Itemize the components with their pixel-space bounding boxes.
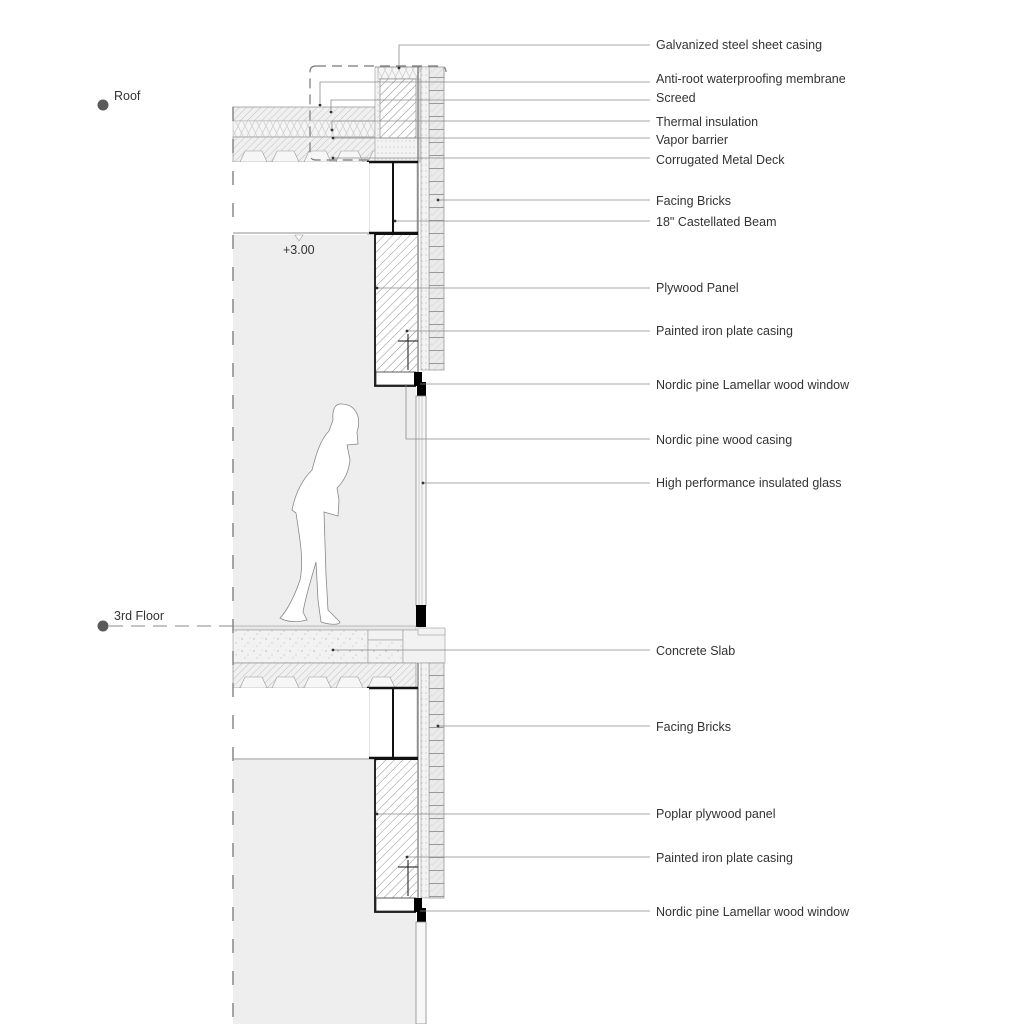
facing-bricks-upper-wall [428, 66, 445, 371]
window-frame-lower [414, 898, 422, 912]
concrete-slab-fill [232, 629, 369, 664]
third-floor-level-label: 3rd Floor [114, 609, 164, 623]
callout-concrete-slab: Concrete Slab [656, 644, 735, 658]
poplar-plywood-panel [375, 759, 417, 899]
parapet-hatch [379, 78, 417, 139]
leader-lines [319, 44, 650, 912]
callout-castellated-beam: 18" Castellated Beam [656, 215, 776, 229]
callout-plywood-panel: Plywood Panel [656, 281, 739, 295]
thermal-insulation-layer [232, 120, 376, 138]
elevation-triangle-icon [294, 234, 304, 242]
person-silhouette [279, 403, 359, 625]
glazing [415, 395, 427, 627]
roof-assembly [232, 106, 417, 163]
callout-facing-bricks-lower: Facing Bricks [656, 720, 731, 734]
callout-anti-root: Anti-root waterproofing membrane [656, 72, 846, 86]
roof-level-dot-icon [97, 99, 109, 111]
callout-thermal-insulation: Thermal insulation [656, 115, 758, 129]
callout-poplar-plywood: Poplar plywood panel [656, 807, 776, 821]
third-floor-level-dot-icon [97, 620, 109, 632]
callout-galvanized-steel: Galvanized steel sheet casing [656, 38, 822, 52]
callout-lamellar-window-lower: Nordic pine Lamellar wood window [656, 905, 850, 919]
leader-dots [318, 66, 440, 859]
floor-slab [232, 625, 446, 689]
cavity-upper [420, 66, 430, 371]
callout-insulated-glass: High performance insulated glass [656, 476, 842, 490]
roof-level-label: Roof [114, 89, 141, 103]
callout-corrugated-deck: Corrugated Metal Deck [656, 153, 785, 167]
deck-flutes [239, 150, 396, 163]
callout-lamellar-window-upper: Nordic pine Lamellar wood window [656, 378, 850, 392]
screed-layer [232, 106, 376, 122]
upper-wall [367, 66, 445, 396]
elevation-marker: +3.00 [283, 243, 315, 257]
callout-iron-plate-lower: Painted iron plate casing [656, 851, 793, 865]
callout-labels: Galvanized steel sheet casing Anti-root … [656, 38, 850, 919]
callout-screed: Screed [656, 91, 696, 105]
facing-bricks-lower-wall [428, 662, 445, 899]
callout-iron-plate-upper: Painted iron plate casing [656, 324, 793, 338]
plywood-panel-upper [375, 234, 417, 374]
callout-pine-casing: Nordic pine wood casing [656, 433, 792, 447]
window-sill-block [416, 605, 426, 627]
window-frame-upper [414, 372, 422, 386]
callout-vapor-barrier: Vapor barrier [656, 133, 728, 147]
parapet [309, 65, 447, 163]
lower-wall [367, 662, 445, 1024]
callout-facing-bricks-upper: Facing Bricks [656, 194, 731, 208]
